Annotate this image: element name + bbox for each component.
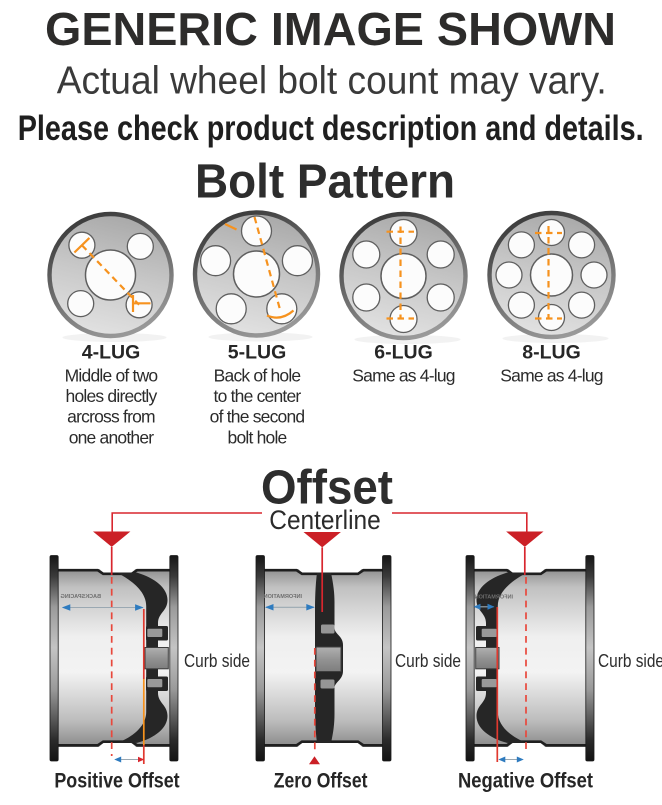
svg-text:5-LUG: 5-LUG <box>228 342 287 364</box>
svg-text:Actual wheel bolt count may va: Actual wheel bolt count may vary. <box>57 60 607 103</box>
svg-text:arcross from: arcross from <box>67 407 155 427</box>
svg-text:INFORMATION: INFORMATION <box>264 594 302 600</box>
svg-text:Same as 4-lug: Same as 4-lug <box>500 366 603 386</box>
svg-text:Curb side: Curb side <box>598 651 662 671</box>
svg-text:Positive Offset: Positive Offset <box>54 770 179 793</box>
svg-text:8-LUG: 8-LUG <box>522 342 581 364</box>
svg-text:Negative Offset: Negative Offset <box>458 770 593 793</box>
svg-text:Centerline: Centerline <box>269 505 380 535</box>
svg-text:Zero Offset: Zero Offset <box>274 770 368 793</box>
svg-text:to the center: to the center <box>214 386 302 406</box>
svg-text:Bolt Pattern: Bolt Pattern <box>195 156 455 209</box>
svg-text:bolt hole: bolt hole <box>228 427 287 447</box>
svg-text:GENERIC IMAGE SHOWN: GENERIC IMAGE SHOWN <box>45 3 616 55</box>
svg-text:holes directly: holes directly <box>66 386 158 406</box>
svg-text:of the second: of the second <box>210 407 305 427</box>
svg-text:Curb side: Curb side <box>184 651 250 671</box>
svg-text:6-LUG: 6-LUG <box>374 342 433 364</box>
svg-text:Curb side: Curb side <box>395 651 461 671</box>
svg-text:one another: one another <box>69 427 155 447</box>
svg-text:Please check product descripti: Please check product description and det… <box>18 109 644 148</box>
svg-text:BACKSPACING: BACKSPACING <box>60 594 101 600</box>
svg-text:Middle of two: Middle of two <box>65 366 158 386</box>
svg-text:4-LUG: 4-LUG <box>82 342 141 364</box>
svg-text:Same as 4-lug: Same as 4-lug <box>352 366 455 386</box>
svg-text:INFORMATION: INFORMATION <box>475 595 513 601</box>
svg-text:Back of hole: Back of hole <box>214 366 301 386</box>
svg-text:Offset: Offset <box>261 462 393 515</box>
